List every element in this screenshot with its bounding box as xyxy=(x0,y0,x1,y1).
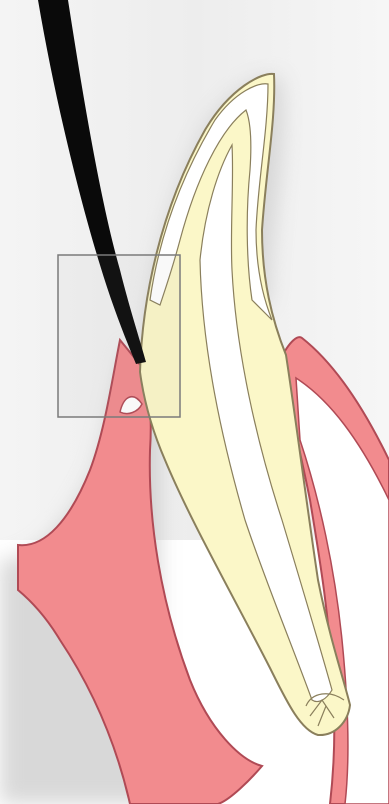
highlight-box xyxy=(58,255,180,417)
